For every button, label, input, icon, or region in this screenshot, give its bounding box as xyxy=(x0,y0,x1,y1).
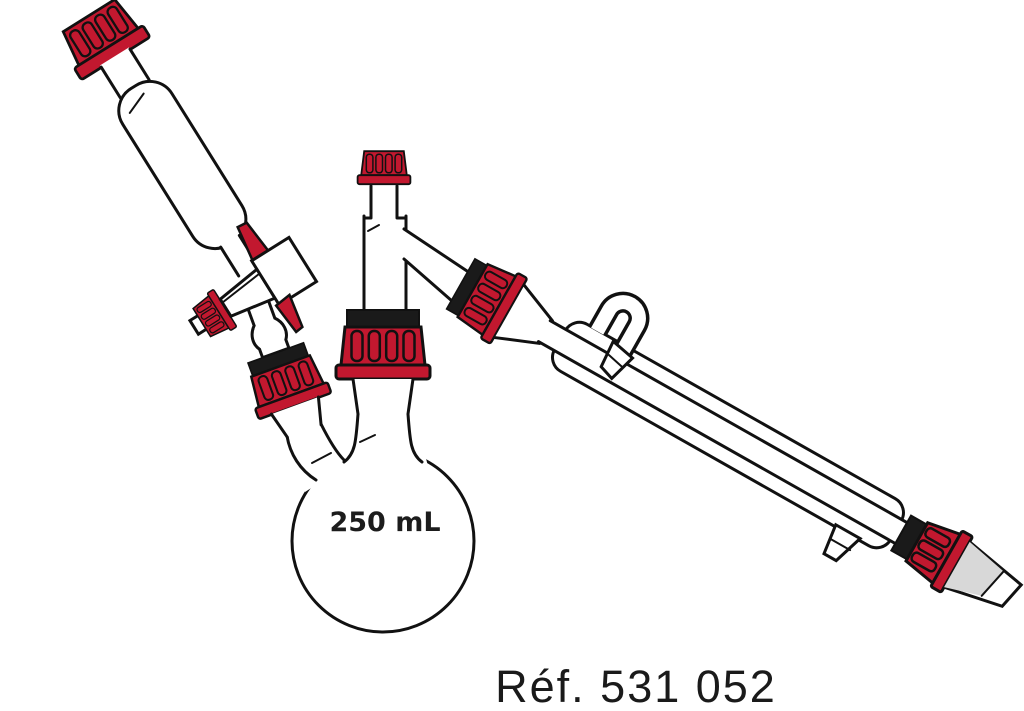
main-neck-wall-right xyxy=(406,412,424,464)
joint-cone-edge xyxy=(980,570,1005,597)
weld-line-funnel xyxy=(128,92,145,114)
addition-funnel xyxy=(53,0,319,342)
outlet-screw-cap xyxy=(904,520,974,594)
side-neck-fill xyxy=(283,421,352,492)
still-head-port-neck xyxy=(371,184,397,220)
side-arm-fill xyxy=(404,229,467,302)
condenser-inner-tube-fill xyxy=(538,320,916,549)
flask-capacity-label: 250 mL xyxy=(329,507,440,538)
condenser xyxy=(441,249,1024,609)
stopcock-barrel-body xyxy=(249,235,319,307)
weld-line-still-head xyxy=(367,224,380,232)
weld-line-main-neck xyxy=(359,434,376,443)
main-neck-wall-left xyxy=(342,412,360,464)
stopcock-handle-lower xyxy=(274,292,304,334)
weld-line-side-neck xyxy=(311,452,332,464)
condenser-inner-tube-top xyxy=(548,319,918,530)
main-neck-taper-fill xyxy=(353,379,413,414)
side-arm-wall-top xyxy=(402,227,469,273)
funnel-stem xyxy=(219,233,258,276)
main-neck-fill xyxy=(336,412,430,474)
main-neck-connector xyxy=(334,308,432,416)
condenser-inner-tube-bottom xyxy=(536,340,906,550)
side-neck-taper-fill xyxy=(271,396,322,438)
reference-caption: Réf. 531 052 xyxy=(495,661,777,711)
side-neck-wall-right xyxy=(319,422,346,462)
still-head-screw-cap xyxy=(356,150,412,186)
water-outlet-barb xyxy=(822,522,863,563)
water-inlet-loop-bore xyxy=(591,295,646,356)
side-arm-wall-bottom xyxy=(402,257,454,303)
still-head xyxy=(356,150,469,314)
water-inlet-barb xyxy=(599,338,635,381)
round-bottom-flask: 250 mL xyxy=(283,412,476,634)
funnel-body xyxy=(117,79,248,251)
condenser-inlet-taper xyxy=(494,285,553,344)
joint-cone-gray xyxy=(944,541,1004,596)
stopcock-handle-lower-wrap xyxy=(274,292,304,334)
main-neck-screw-cap xyxy=(334,308,432,381)
side-neck-wall-left xyxy=(285,434,318,482)
still-head-body xyxy=(364,216,406,314)
